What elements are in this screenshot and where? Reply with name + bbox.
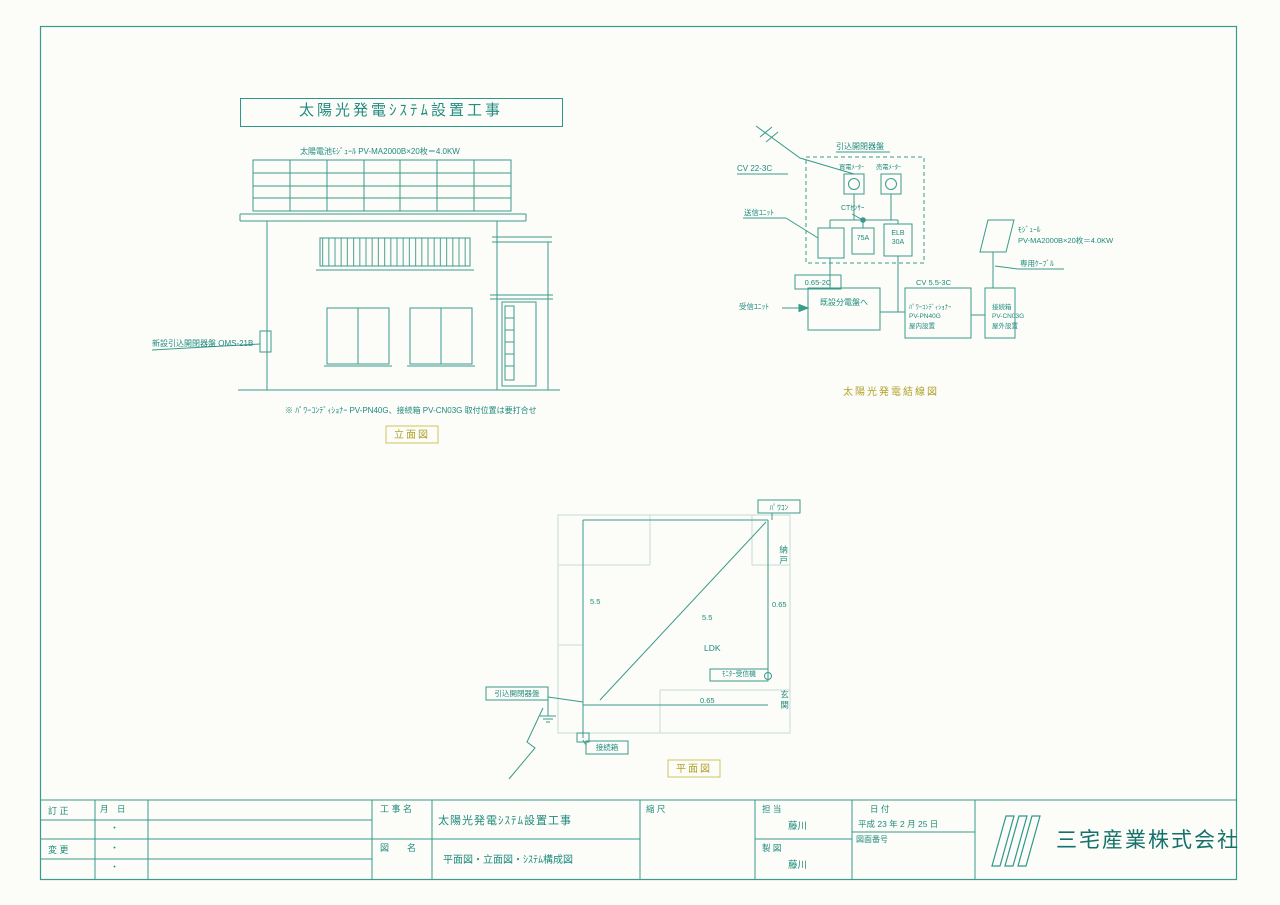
tb-dot-1: ・ — [110, 823, 120, 833]
floorplan-nando-label: 納戸 — [778, 545, 789, 566]
wiring-junction-box-label: 接続箱 PV-CN03G 屋外設置 — [992, 304, 1025, 330]
tb-drawing-no-label: 図面番号 — [856, 835, 888, 844]
wiring-cv-55-3c-label: CV 5.5-3C — [916, 278, 952, 287]
caption-boxes — [385, 425, 721, 778]
wiring-power-conditioner-label: ﾊﾟﾜｰｺﾝﾃﾞｨｼｮﾅｰ PV-PN40G 屋内設置 — [909, 304, 952, 330]
wiring-065-2c-label: 0.65-2C — [804, 278, 832, 287]
elevation-breaker-label: 新設引込開閉器盤 OMS-21B — [152, 339, 254, 348]
floorplan-dim-55-diagonal: 5.5 — [702, 613, 713, 622]
elevation-note: ※ ﾊﾟﾜｰｺﾝﾃﾞｨｼｮﾅｰ PV-PN40G、接続箱 PV-CN03G 取付… — [285, 406, 537, 415]
wiring-dedicated-cable-label: 専用ｹｰﾌﾞﾙ — [1020, 259, 1054, 268]
wiring-incoming-panel-label: 引込開閉器盤 — [836, 142, 884, 151]
title-box-border — [240, 98, 563, 127]
tb-dot-3: ・ — [110, 862, 120, 872]
sheet-frame — [39, 25, 1238, 881]
wiring-module-label: ﾓｼﾞｭｰﾙ PV-MA2000B×20枚＝4.0KW — [1018, 225, 1114, 246]
wiring-sell-meter-label: 売電ﾒｰﾀｰ — [876, 164, 902, 171]
tb-change-label: 変 更 — [48, 845, 69, 855]
tb-month-day-label: 月 日 — [100, 804, 126, 814]
floorplan-dim-065-right: 0.65 — [772, 600, 787, 609]
floorplan-dim-065-bottom: 0.65 — [700, 696, 715, 705]
floorplan-dim-55-left: 5.5 — [590, 597, 601, 606]
floorplan-ldk-label: LDK — [704, 643, 721, 653]
wiring-send-unit-label: 送信ﾕﾆｯﾄ — [744, 208, 774, 217]
wiring-ct-sensor-label: CTｾﾝｻｰ — [841, 205, 865, 212]
tb-draft-name: 藤川 — [788, 860, 808, 871]
wiring-75a-label: 75A — [856, 235, 870, 242]
tb-date-label: 日 付 — [870, 804, 890, 814]
wiring-dist-board-label: 既設分電盤へ — [820, 298, 868, 307]
wiring-caption: 太陽光発電結線図 — [843, 387, 939, 398]
tb-dot-2: ・ — [110, 843, 120, 853]
floorplan-junction-box-label: 接続箱 — [595, 743, 619, 752]
wiring-elb-label: ELB 30A — [891, 230, 905, 247]
floorplan-wiring — [485, 499, 801, 780]
wiring-linework — [737, 125, 1064, 339]
floorplan-pawakon-label: ﾊﾟﾜｺﾝ — [769, 503, 789, 512]
wiring-cv-incoming-label: CV 22-3C — [737, 164, 773, 173]
tb-scale-label: 縮 尺 — [646, 804, 666, 814]
titleblock-grid — [40, 799, 1237, 879]
tb-drawing-name: 平面図・立面図・ｼｽﾃﾑ構成図 — [443, 855, 573, 866]
company-logo-icon — [991, 815, 1041, 867]
tb-project-label: 工 事 名 — [380, 804, 413, 814]
tb-draft-label: 製 図 — [762, 843, 782, 853]
tb-correction-label: 訂 正 — [48, 806, 69, 816]
floorplan-caption: 平面図 — [676, 764, 712, 775]
elevation-caption: 立面図 — [394, 430, 430, 441]
floorplan-incoming-panel-label: 引込開閉器盤 — [494, 689, 540, 698]
elevation-linework — [151, 159, 560, 391]
wiring-buy-meter-label: 買電ﾒｰﾀｰ — [839, 164, 865, 171]
floorplan-genkan-label: 玄関 — [779, 690, 790, 711]
elevation-module-label: 太陽電池ﾓｼﾞｭｰﾙ PV-MA2000B×20枚＝4.0KW — [300, 147, 460, 156]
floorplan-walls — [557, 514, 791, 734]
tb-date-value: 平成 23 年 2 月 25 日 — [858, 819, 939, 829]
tb-charge-label: 担 当 — [762, 804, 782, 814]
wiring-receive-unit-label: 受信ﾕﾆｯﾄ — [739, 302, 769, 311]
tb-project-name: 太陽光発電ｼｽﾃﾑ設置工事 — [438, 815, 572, 827]
tb-charge-name: 藤川 — [788, 821, 808, 832]
tb-company-name: 三宅産業株式会社 — [1056, 829, 1240, 852]
tb-drawing-label: 図 名 — [380, 843, 417, 853]
page-title: 太陽光発電ｼｽﾃﾑ設置工事 — [298, 102, 503, 119]
floorplan-monitor-label: ﾓﾆﾀｰ受信機 — [722, 671, 756, 678]
